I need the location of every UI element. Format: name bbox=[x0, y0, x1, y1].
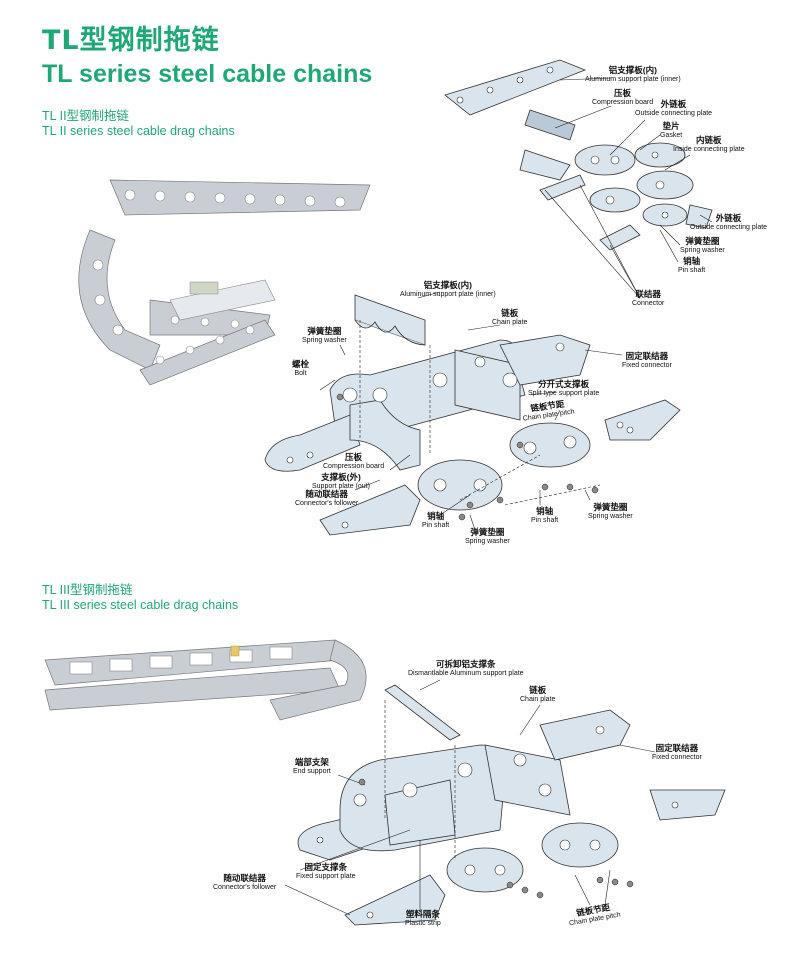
page-title-cn: TL型钢制拖链 bbox=[42, 25, 220, 56]
tl-ii-assembly-drawing bbox=[264, 291, 681, 536]
section-iii-title-cn: TL III型钢制拖链 bbox=[42, 583, 133, 597]
tl-iii-chain-photo bbox=[44, 639, 367, 721]
tl-ii-chain-photo bbox=[78, 179, 371, 386]
tl-ii-exploded-view bbox=[444, 59, 713, 299]
section-iii-title-en: TL III series steel cable drag chains bbox=[42, 598, 239, 612]
label-aluminum-support-plate-inner: 铝支撑板(内)Aluminum support plate (inner) bbox=[585, 65, 681, 84]
tl-iii-assembly-drawing bbox=[284, 679, 726, 926]
label-aluminum-support-plate-inner-assembly: 铝支撑板(内)Aluminum support plate (inner) bbox=[400, 280, 496, 299]
label-support-plate-out: 支撑板(外)Support plate (out) bbox=[312, 472, 370, 491]
page-title-en: TL series steel cable chains bbox=[42, 60, 373, 88]
section-ii-title-en: TL II series steel cable drag chains bbox=[42, 124, 235, 138]
section-ii-title-cn: TL II型钢制拖链 bbox=[42, 109, 130, 123]
